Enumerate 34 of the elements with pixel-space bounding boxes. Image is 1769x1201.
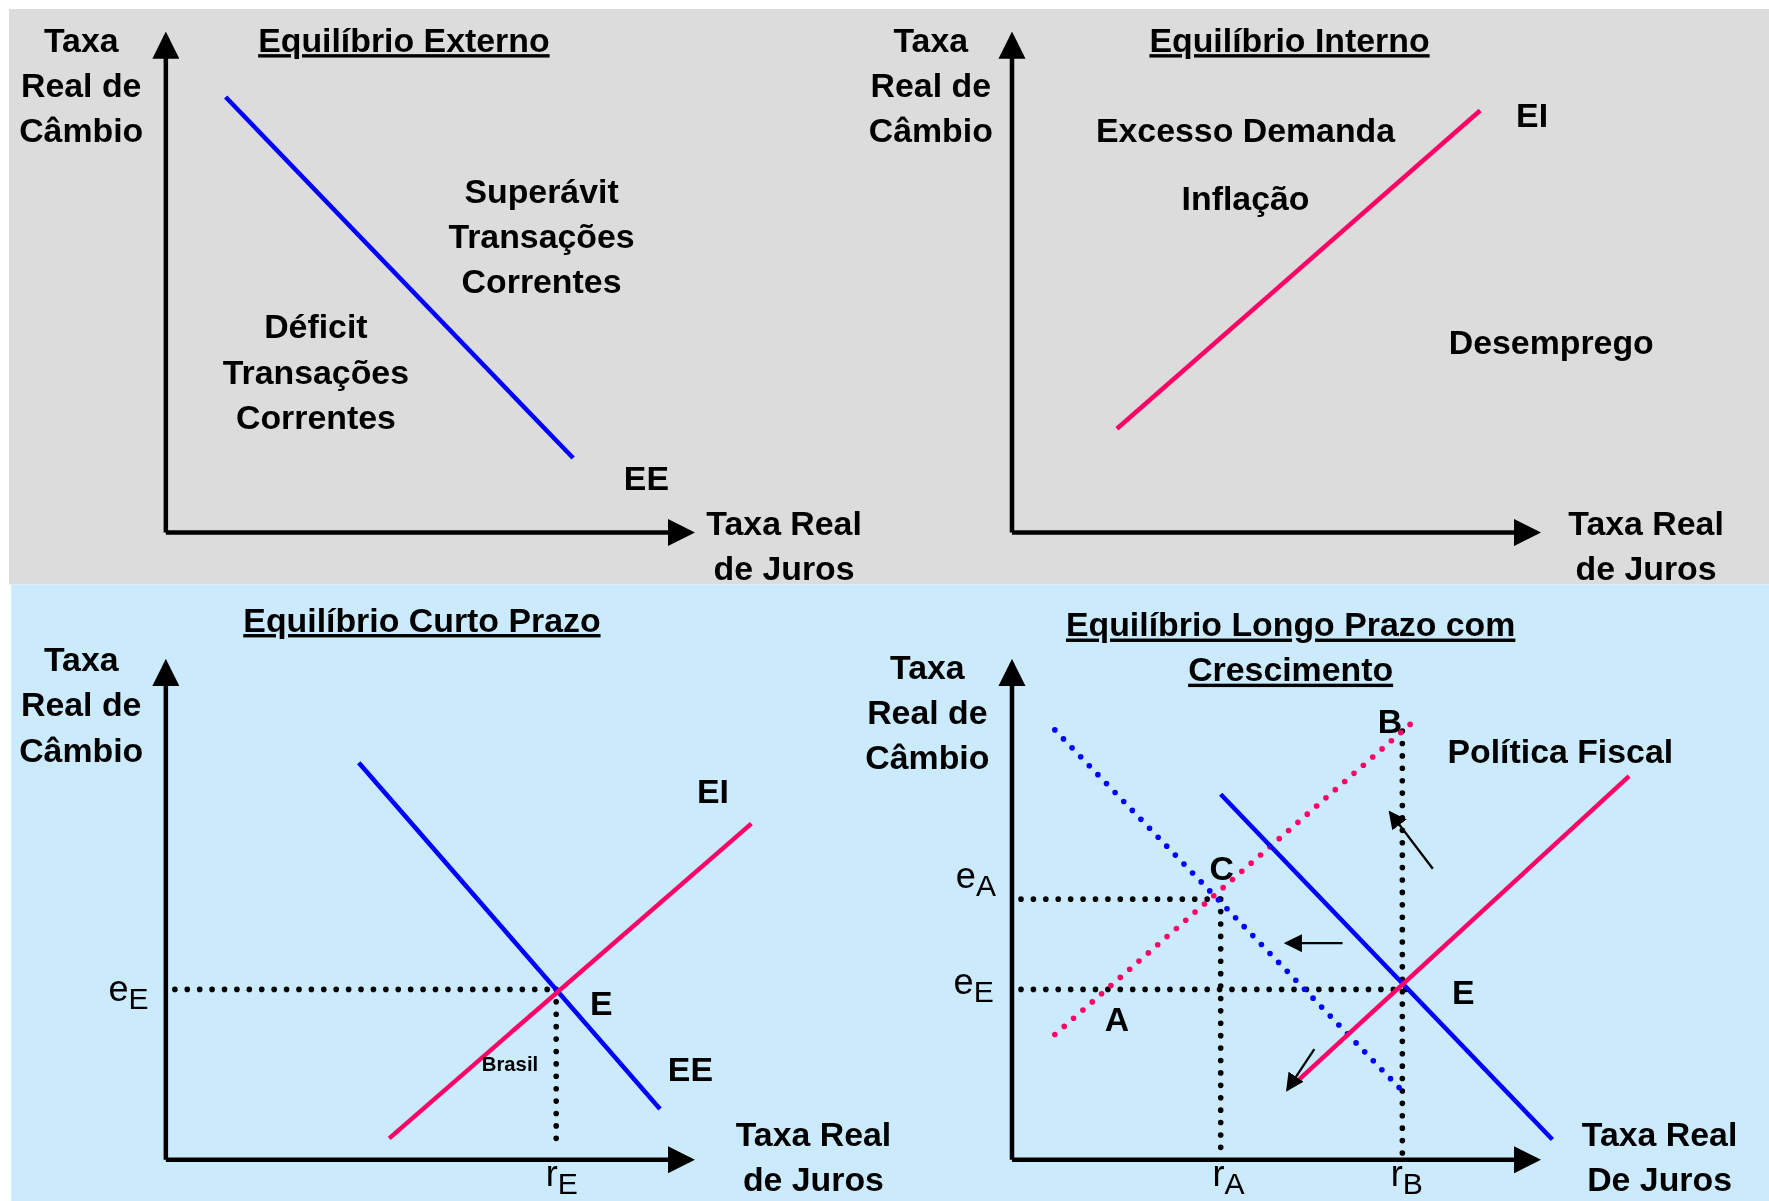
chart-title: Equilíbrio Externo	[257, 20, 551, 61]
axis-tick-label: e$_{E}$	[107, 967, 150, 1018]
region-label: Inflação	[1180, 178, 1311, 219]
axis-title: Taxa Real de Câmbio	[864, 647, 991, 779]
axis-title: Taxa Real de Juros	[1567, 503, 1725, 589]
axis-title: Taxa Real de Câmbio	[18, 639, 145, 771]
point-label: A	[1103, 999, 1131, 1040]
point-label: B	[1376, 701, 1404, 743]
axis-title: Taxa Real de Juros	[734, 1114, 893, 1201]
axis-title: Taxa Real de Juros	[705, 503, 863, 589]
axis-tick-label: e$_{A}$	[954, 854, 997, 905]
chart-title: Equilíbrio Interno	[1148, 20, 1431, 61]
axis-title: Taxa Real de Câmbio	[18, 20, 145, 151]
point-label: E	[589, 983, 614, 1025]
point-label: C	[1208, 848, 1236, 889]
curve-label: EE	[622, 458, 671, 499]
region-label: Déficit Transações Correntes	[221, 307, 410, 438]
chart-title: Equilíbrio Longo Prazo com Crescimento	[1064, 604, 1517, 691]
curve-label: EI	[696, 771, 730, 813]
axis-tick-label: r$_{E}$	[544, 1152, 579, 1201]
region-label: Superávit Transações Correntes	[447, 171, 636, 303]
region-label: Excesso Demanda	[1094, 110, 1397, 151]
annotation-label: Política Fiscal	[1446, 731, 1675, 772]
axis-title: Taxa Real de Câmbio	[867, 20, 994, 151]
point-label: E	[1450, 972, 1476, 1013]
curve-label: EI	[1515, 96, 1550, 137]
region-label: Desemprego	[1447, 322, 1655, 363]
axis-tick-label: r$_{B}$	[1389, 1152, 1424, 1201]
chart-title: Equilíbrio Curto Prazo	[242, 600, 602, 641]
curve-label: EE	[666, 1049, 715, 1090]
axis-tick-label: e$_{E}$	[952, 960, 995, 1012]
axis-tick-label: r$_{A}$	[1211, 1152, 1246, 1201]
axis-title: Taxa Real De Juros	[1580, 1114, 1739, 1201]
point-label: Brasil	[480, 1051, 540, 1077]
